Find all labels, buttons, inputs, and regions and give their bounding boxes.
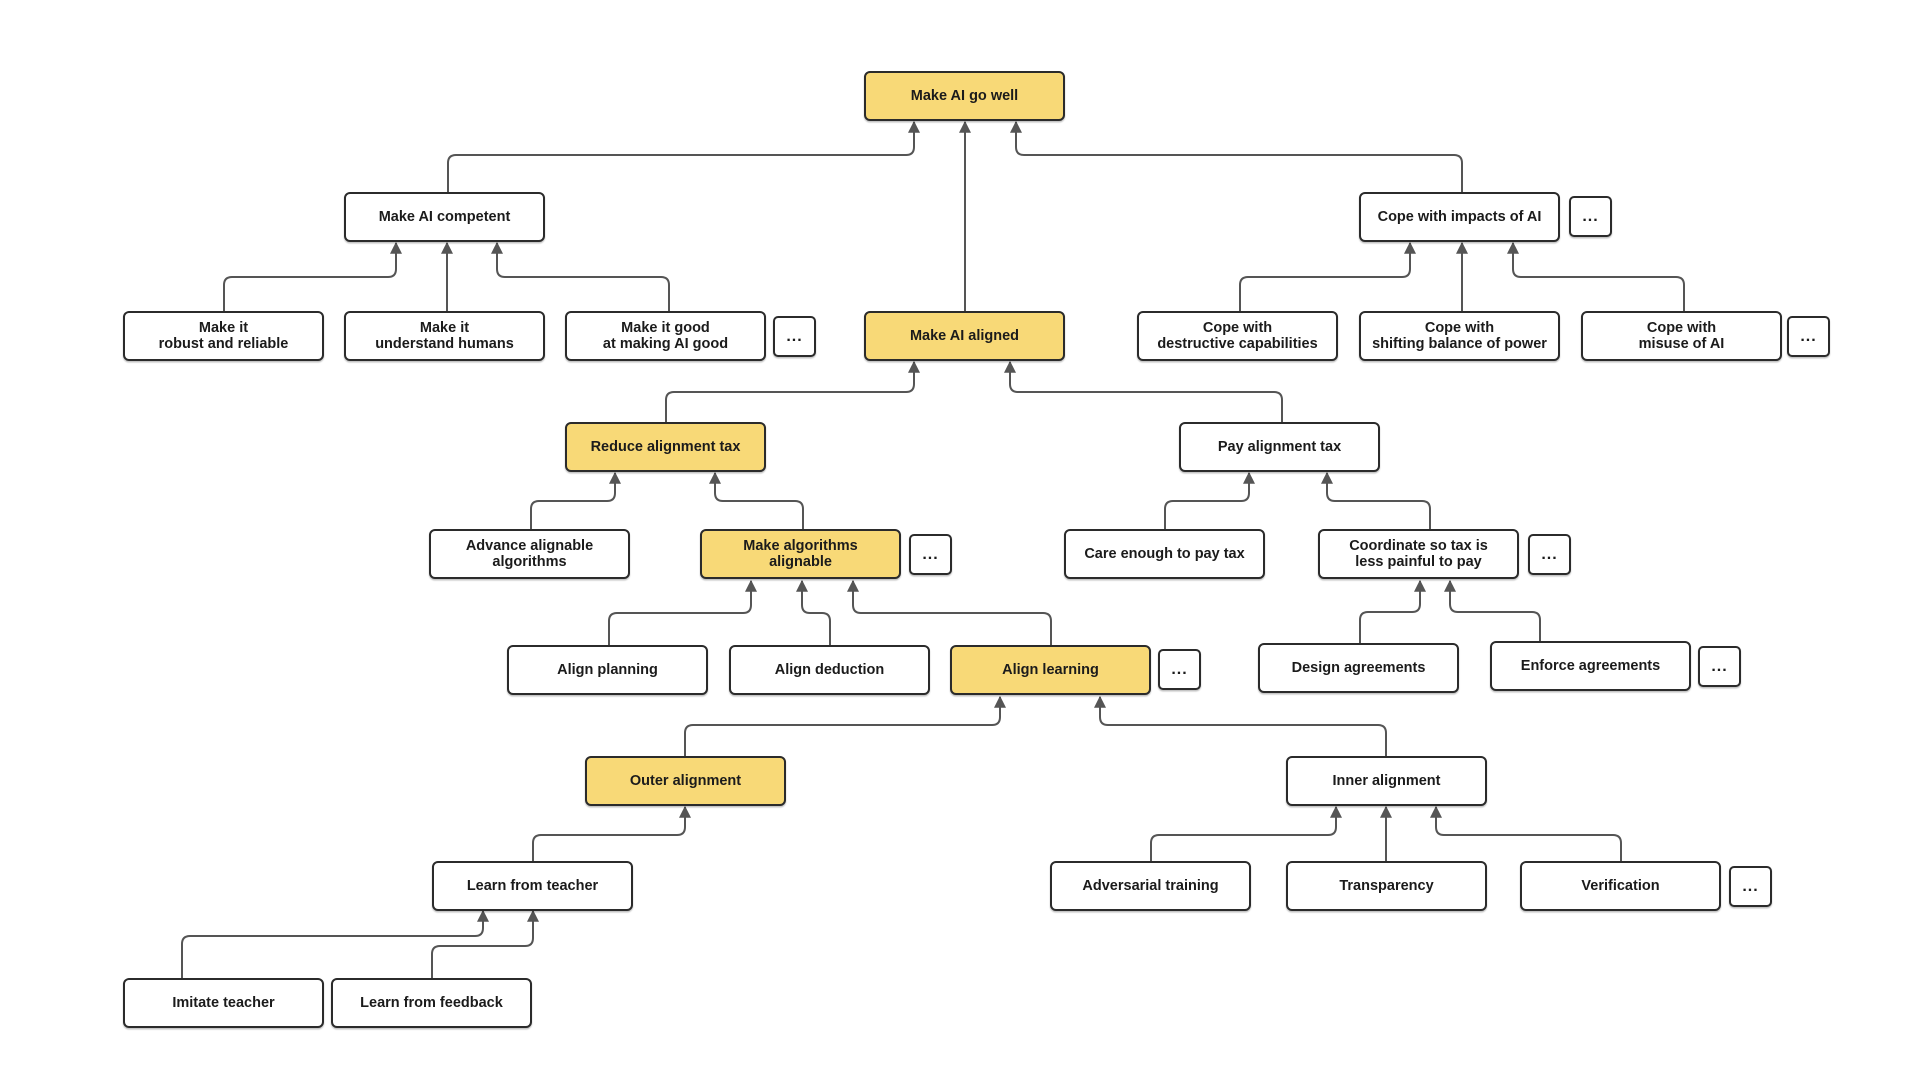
node-make-ai-go-well[interactable]: Make AI go well (864, 71, 1065, 121)
more-button-impacts[interactable]: ... (1569, 196, 1612, 237)
more-button-coordinate[interactable]: ... (1528, 534, 1571, 575)
edge-adversarial-inner (1150, 805, 1342, 861)
node-enforce-agreements[interactable]: Enforce agreements (1490, 641, 1691, 691)
node-design-agreements[interactable]: Design agreements (1258, 643, 1459, 693)
node-verification[interactable]: Verification (1520, 861, 1721, 911)
node-make-algorithms-alignable[interactable]: Make algorithms alignable (700, 529, 901, 579)
node-understand-humans[interactable]: Make it understand humans (344, 311, 545, 361)
edge-pay-aligned (1004, 360, 1283, 422)
more-button-competent[interactable]: ... (773, 316, 816, 357)
node-imitate-teacher[interactable]: Imitate teacher (123, 978, 324, 1028)
edge-alignable-reduce (709, 471, 804, 529)
node-care-enough-to-pay-tax[interactable]: Care enough to pay tax (1064, 529, 1265, 579)
node-cope-with-impacts[interactable]: Cope with impacts of AI (1359, 192, 1560, 242)
node-make-ai-competent[interactable]: Make AI competent (344, 192, 545, 242)
edge-teacher-outer (532, 805, 691, 861)
edge-good-competent (491, 241, 670, 311)
node-align-learning[interactable]: Align learning (950, 645, 1151, 695)
edge-deduction-alignable (796, 579, 831, 645)
edge-verification-inner (1430, 805, 1622, 861)
node-align-planning[interactable]: Align planning (507, 645, 708, 695)
edge-robust-competent (223, 241, 402, 311)
node-inner-alignment[interactable]: Inner alignment (1286, 756, 1487, 806)
edge-outer-learning (684, 695, 1006, 756)
node-advance-alignable-algorithms[interactable]: Advance alignable algorithms (429, 529, 630, 579)
node-make-ai-aligned[interactable]: Make AI aligned (864, 311, 1065, 361)
node-learn-from-teacher[interactable]: Learn from teacher (432, 861, 633, 911)
edge-learning-alignable (847, 579, 1052, 645)
edge-destructive-impacts (1239, 241, 1416, 311)
node-reduce-alignment-tax[interactable]: Reduce alignment tax (565, 422, 766, 472)
more-button-enforce[interactable]: ... (1698, 646, 1741, 687)
node-adversarial-training[interactable]: Adversarial training (1050, 861, 1251, 911)
node-transparency[interactable]: Transparency (1286, 861, 1487, 911)
node-misuse-of-ai[interactable]: Cope with misuse of AI (1581, 311, 1782, 361)
node-coordinate-tax[interactable]: Coordinate so tax is less painful to pay (1318, 529, 1519, 579)
edge-feedback-teacher (431, 909, 539, 978)
node-good-at-making-ai-good[interactable]: Make it good at making AI good (565, 311, 766, 361)
edge-planning-alignable (608, 579, 757, 645)
node-destructive-capabilities[interactable]: Cope with destructive capabilities (1137, 311, 1338, 361)
edge-inner-learning (1094, 695, 1387, 756)
edge-advance-reduce (530, 471, 621, 529)
node-robust-and-reliable[interactable]: Make it robust and reliable (123, 311, 324, 361)
node-outer-alignment[interactable]: Outer alignment (585, 756, 786, 806)
edge-misuse-impacts (1507, 241, 1685, 311)
edge-enforce-coordinate (1444, 579, 1541, 641)
more-button-verification[interactable]: ... (1729, 866, 1772, 907)
edge-impacts-root (1010, 120, 1463, 192)
node-learn-from-feedback[interactable]: Learn from feedback (331, 978, 532, 1028)
edge-competent-root (447, 120, 920, 192)
more-button-alignable[interactable]: ... (909, 534, 952, 575)
edge-design-coordinate (1359, 579, 1426, 643)
edge-imitate-teacher (181, 909, 489, 978)
edge-coordinate-pay (1321, 471, 1431, 529)
edge-reduce-aligned (665, 360, 920, 422)
node-align-deduction[interactable]: Align deduction (729, 645, 930, 695)
node-shifting-balance-of-power[interactable]: Cope with shifting balance of power (1359, 311, 1560, 361)
edge-care-pay (1164, 471, 1255, 529)
more-button-learning[interactable]: ... (1158, 649, 1201, 690)
more-button-misuse[interactable]: ... (1787, 316, 1830, 357)
node-pay-alignment-tax[interactable]: Pay alignment tax (1179, 422, 1380, 472)
